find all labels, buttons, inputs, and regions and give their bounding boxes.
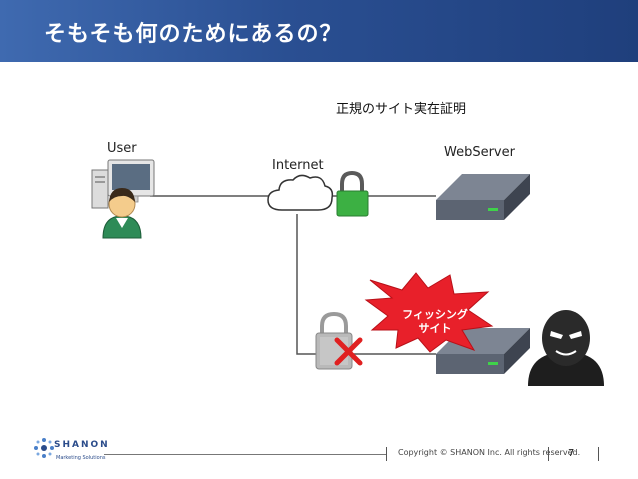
red-x-icon	[334, 337, 363, 366]
footer-separator	[548, 447, 549, 461]
phishing-label-line1: フィッシング	[402, 308, 468, 321]
webserver-label: WebServer	[444, 145, 515, 160]
user-label: User	[107, 141, 137, 156]
green-lock-icon	[336, 170, 369, 217]
page-number: 7	[568, 448, 575, 459]
copyright-text: Copyright © SHANON Inc. All rights reser…	[398, 448, 581, 457]
thief-icon	[528, 310, 604, 386]
user-computer-icon	[91, 159, 155, 209]
footer-separator	[598, 447, 599, 461]
broken-lock-icon	[315, 311, 353, 370]
user-person-icon	[102, 188, 142, 239]
webserver-icon	[436, 174, 530, 220]
phishing-label-line2: サイト	[418, 322, 452, 335]
slide-subtitle: 正規のサイト実在証明	[336, 102, 467, 117]
internet-to-phishing-line	[296, 214, 436, 355]
footer-separator	[386, 447, 387, 461]
shanon-logo-icon	[34, 438, 54, 458]
logo-name: SHANON	[54, 440, 110, 450]
slide-title: そもそも何のためにあるの？	[44, 22, 343, 47]
phishing-burst-shape	[364, 272, 494, 353]
footer-divider-left	[104, 454, 386, 455]
internet-cloud-icon	[267, 174, 334, 211]
title-bar: そもそも何のためにあるの？	[0, 0, 638, 62]
internet-label: Internet	[272, 158, 324, 173]
logo-tagline: Marketing Solutions	[56, 455, 106, 461]
phishing-site-label: フィッシング サイト	[400, 308, 470, 336]
